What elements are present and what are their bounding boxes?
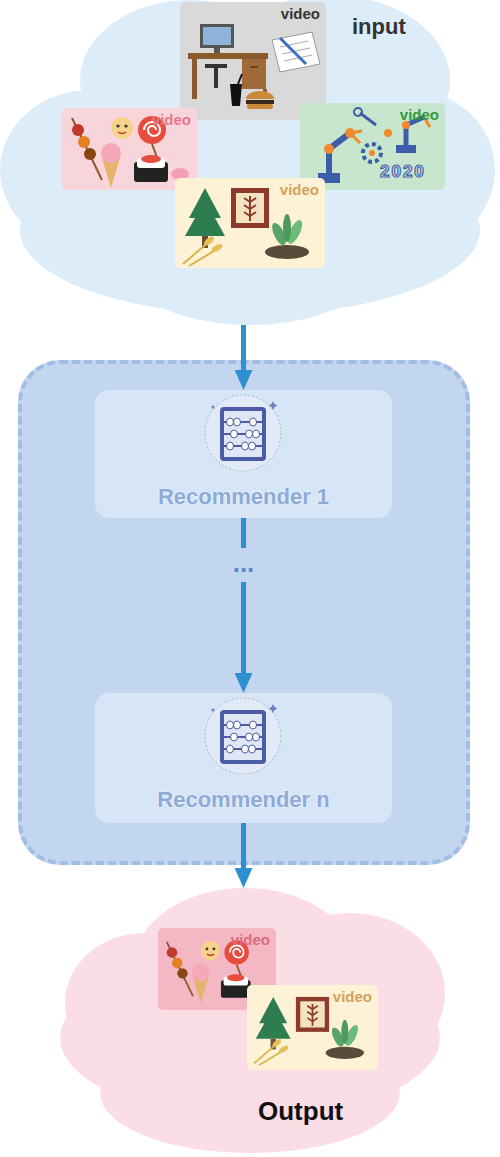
pipeline-container: ... Recommender 1 Recommender n	[18, 360, 470, 865]
node-text: video	[152, 111, 191, 128]
node-text: Recommender n	[95, 787, 392, 813]
flow-arrow	[241, 325, 246, 380]
recommender-box: Recommender n	[95, 693, 392, 823]
abacus-icon	[203, 696, 283, 776]
node-text: video	[333, 988, 372, 1005]
node-text: input	[352, 14, 406, 40]
recommender-box: Recommender 1	[95, 390, 392, 518]
abacus-icon	[203, 393, 283, 473]
node-text: Recommender 1	[95, 484, 392, 510]
node-text: video	[400, 106, 439, 123]
node-text: ...	[221, 548, 266, 582]
video-thumbnail: video	[175, 178, 325, 268]
output-cloud: Output video video	[55, 888, 445, 1157]
flow-arrow	[241, 518, 246, 683]
node-text: video	[280, 181, 319, 198]
year-label: 2020	[380, 162, 426, 182]
node-text: video	[281, 5, 320, 22]
node-text: Output	[258, 1096, 343, 1127]
node-text: video	[231, 931, 270, 948]
flow-arrow	[241, 823, 246, 878]
video-thumbnail: video	[247, 985, 378, 1070]
